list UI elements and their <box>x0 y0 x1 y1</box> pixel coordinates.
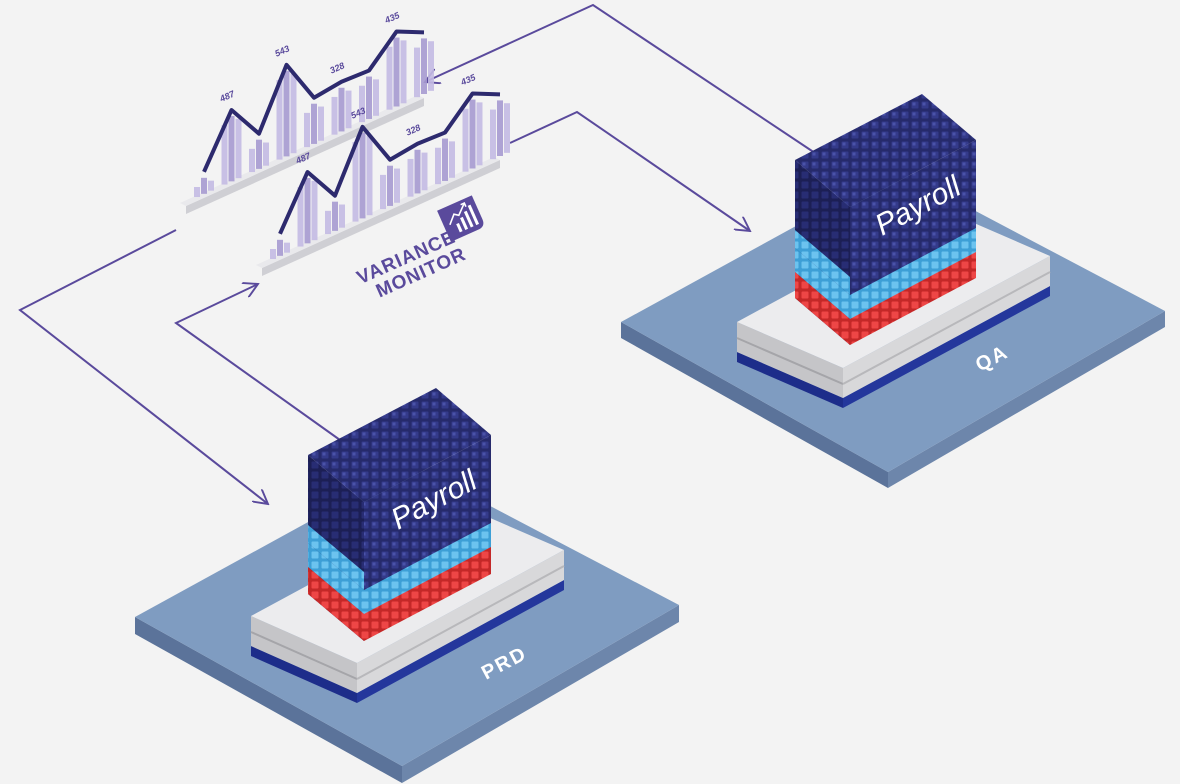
qa-environment: Payroll QA <box>621 94 1165 488</box>
chart-bar <box>490 109 496 160</box>
chart-bar <box>331 96 338 135</box>
chart-2-bars <box>270 99 510 260</box>
chart-bar <box>400 40 407 104</box>
chart-bar <box>449 141 455 178</box>
chart-bar <box>208 180 214 191</box>
chart-bar <box>297 187 304 247</box>
chart-bar <box>497 100 503 156</box>
chart-bar <box>359 85 365 123</box>
arrow-prd-to-monitor <box>174 284 341 441</box>
chart-bar <box>366 76 372 119</box>
chart-bar <box>311 180 318 241</box>
chart-bar <box>387 165 393 206</box>
chart-bar <box>394 168 400 203</box>
chart-bar <box>318 106 324 141</box>
chart-bar <box>284 242 290 253</box>
chart-bar <box>462 108 469 172</box>
chart-bar <box>373 79 379 116</box>
flow-arrows <box>18 3 819 504</box>
chart-data-label: 487 <box>217 88 237 104</box>
bar-chart-trend-icon <box>437 195 484 242</box>
arrow-monitor-to-prd <box>18 229 268 504</box>
qa-payroll-stack <box>795 94 976 345</box>
chart-bar <box>338 87 345 132</box>
chart-data-label: 328 <box>404 122 422 137</box>
chart-bar <box>270 249 276 260</box>
chart-data-label: 543 <box>273 43 291 58</box>
chart-bar <box>476 102 483 166</box>
chart-bar <box>442 138 448 181</box>
chart-bar <box>304 178 311 244</box>
chart-bar <box>332 201 338 231</box>
chart-bar <box>249 148 255 173</box>
chart-bar <box>428 41 434 91</box>
chart-bar <box>276 80 283 160</box>
chart-bar <box>407 158 414 197</box>
prd-payroll-stack <box>308 388 491 641</box>
chart-bar <box>366 135 373 216</box>
chart-data-label: 328 <box>328 60 346 75</box>
chart-1-bars <box>194 37 434 198</box>
chart-2-line <box>278 91 501 235</box>
chart-bar <box>380 174 386 210</box>
chart-bar <box>235 118 242 179</box>
chart-bar <box>359 132 366 219</box>
chart-bar <box>290 73 297 154</box>
chart-bar <box>325 210 331 235</box>
chart-bar <box>221 125 228 185</box>
chart-data-label: 435 <box>382 10 402 26</box>
arrow-monitor-to-qa <box>509 110 750 231</box>
chart-bar <box>283 70 290 157</box>
chart-data-label: 435 <box>458 72 478 88</box>
chart-bar <box>504 103 510 153</box>
chart-bar <box>277 239 283 256</box>
chart-bar <box>339 204 345 228</box>
chart-1-line <box>202 29 425 173</box>
chart-bar <box>194 187 200 198</box>
chart-bar <box>311 103 317 144</box>
chart-bar <box>414 149 421 194</box>
chart-bar <box>263 142 269 166</box>
chart-bar <box>386 46 393 110</box>
chart-bar <box>256 139 262 169</box>
chart-bar <box>435 147 441 185</box>
chart-bar <box>352 142 359 222</box>
chart-bar <box>421 38 427 94</box>
chart-bar <box>393 37 400 107</box>
arrow-qa-to-monitor <box>425 3 819 156</box>
chart-bar <box>228 116 235 182</box>
chart-bar <box>414 47 420 98</box>
chart-bar <box>345 90 352 129</box>
chart-bar <box>201 177 207 194</box>
chart-bar <box>304 112 310 148</box>
chart-bar <box>421 152 428 191</box>
chart-bar <box>469 99 476 169</box>
prd-environment: Payroll PRD <box>135 388 679 783</box>
